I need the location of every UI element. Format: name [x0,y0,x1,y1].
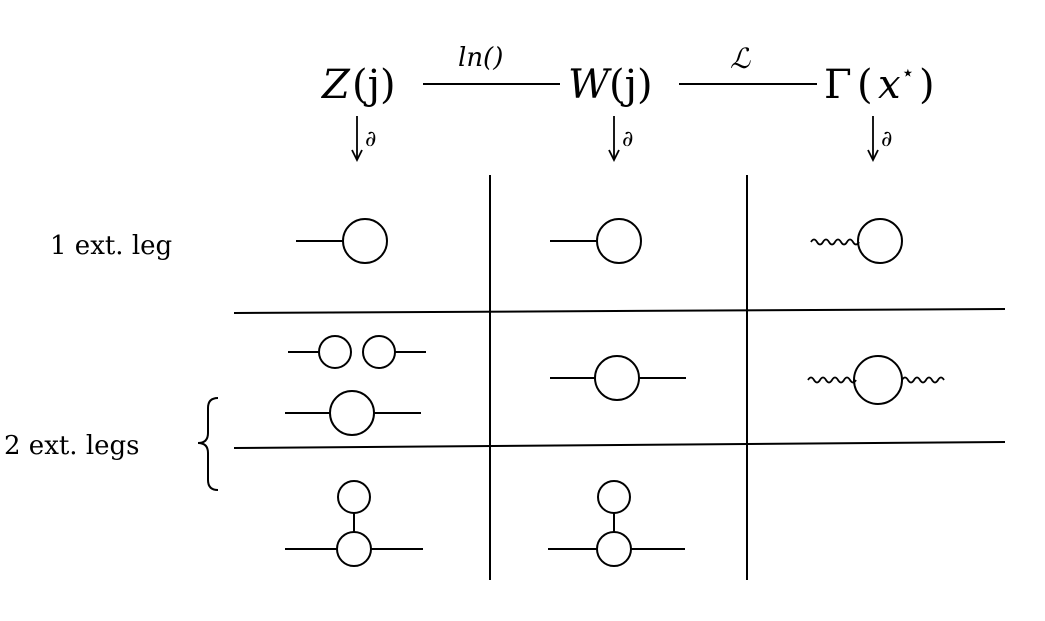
z-disconnected-two-leg-diagram [288,335,426,369]
row-label-one-leg: 1 ext. leg [50,231,172,261]
ln-label: ln() [458,43,503,73]
gamma-arg-star: ⋆ [901,61,915,86]
w-argument: (j) [609,62,653,108]
w-tadpole-diagram [548,480,685,567]
w-two-leg-diagram [550,355,686,401]
gamma-arg-open: ( [857,62,873,108]
gamma-arg-variable: x [878,62,901,108]
z-argument: (j) [352,62,396,108]
z-symbol: Z [320,62,351,108]
partial-symbol: ∂ [622,127,633,152]
functional-z: Z (j) [320,62,396,108]
gamma-arg-close: ) [919,62,935,108]
w-one-leg-diagram [550,218,642,264]
z-one-leg-diagram [296,218,388,264]
functional-gamma: Γ ( x ⋆ ) [824,61,935,108]
partial-symbol: ∂ [881,127,892,152]
derivative-arrow-gamma: ∂ [867,116,892,163]
w-symbol: W [568,62,612,108]
derivative-arrow-w: ∂ [608,116,633,163]
row-label-two-legs: 2 ext. legs [4,431,140,461]
two-legs-brace [197,397,219,491]
z-tadpole-diagram [285,480,423,567]
legendre-label: ℒ [730,42,751,75]
grid-horizontal-line [233,308,1006,314]
gamma-symbol: Γ [824,62,852,108]
z-connected-two-leg-diagram [285,390,421,436]
gamma-two-leg-diagram [807,355,945,405]
partial-symbol: ∂ [365,127,376,152]
gamma-one-leg-diagram [810,218,903,264]
grid-horizontal-line [233,441,1006,449]
functional-w: W (j) [568,62,653,108]
table-grid [233,175,1006,580]
derivative-arrow-z: ∂ [351,116,376,163]
